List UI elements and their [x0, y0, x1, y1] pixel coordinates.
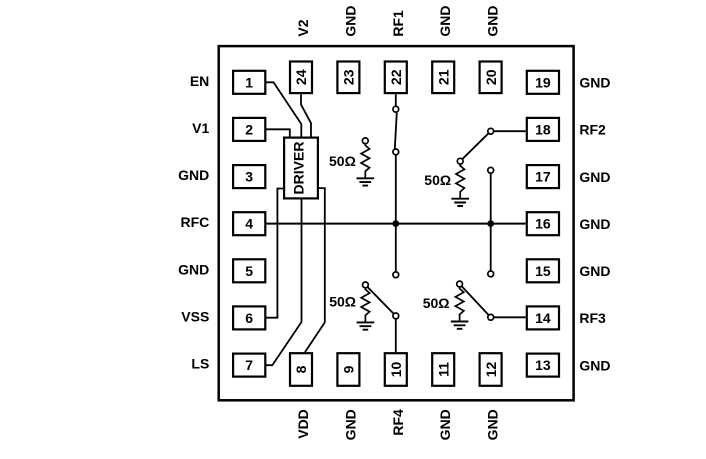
- svg-text:GND: GND: [437, 409, 453, 440]
- svg-text:12: 12: [483, 362, 499, 378]
- svg-text:11: 11: [435, 362, 451, 377]
- svg-text:RF1: RF1: [390, 10, 406, 37]
- svg-text:GND: GND: [579, 169, 610, 185]
- svg-text:50Ω: 50Ω: [329, 153, 356, 169]
- svg-text:RF4: RF4: [390, 409, 406, 436]
- svg-text:19: 19: [535, 74, 551, 90]
- svg-text:16: 16: [535, 216, 551, 232]
- svg-text:13: 13: [535, 357, 551, 373]
- svg-text:20: 20: [483, 69, 499, 85]
- svg-text:6: 6: [245, 310, 253, 326]
- svg-text:17: 17: [535, 169, 551, 185]
- svg-text:RF3: RF3: [579, 310, 606, 326]
- svg-text:VDD: VDD: [295, 409, 311, 439]
- svg-text:GND: GND: [579, 263, 610, 279]
- svg-text:RF2: RF2: [579, 122, 606, 138]
- svg-text:14: 14: [535, 310, 551, 326]
- svg-text:GND: GND: [579, 75, 610, 91]
- svg-text:7: 7: [245, 357, 253, 373]
- svg-text:23: 23: [341, 69, 357, 85]
- svg-text:GND: GND: [579, 216, 610, 232]
- svg-text:V1: V1: [192, 120, 209, 136]
- svg-text:3: 3: [245, 169, 253, 185]
- svg-text:50Ω: 50Ω: [329, 294, 356, 310]
- svg-text:GND: GND: [342, 409, 358, 440]
- svg-text:GND: GND: [579, 357, 610, 373]
- svg-text:10: 10: [388, 362, 404, 378]
- svg-text:4: 4: [245, 216, 253, 232]
- svg-text:GND: GND: [178, 261, 209, 277]
- svg-text:15: 15: [535, 263, 551, 279]
- svg-text:18: 18: [535, 121, 551, 137]
- svg-text:LS: LS: [191, 356, 209, 372]
- svg-text:50Ω: 50Ω: [423, 295, 450, 311]
- svg-text:EN: EN: [190, 73, 209, 89]
- svg-text:50Ω: 50Ω: [424, 172, 451, 188]
- svg-text:GND: GND: [485, 5, 501, 36]
- svg-text:2: 2: [245, 121, 253, 137]
- svg-text:GND: GND: [342, 5, 358, 36]
- svg-text:21: 21: [435, 69, 451, 85]
- svg-text:5: 5: [245, 263, 253, 279]
- svg-text:1: 1: [245, 74, 253, 90]
- svg-text:V2: V2: [295, 19, 311, 36]
- svg-text:8: 8: [293, 365, 309, 373]
- svg-text:22: 22: [388, 69, 404, 85]
- svg-text:RFC: RFC: [181, 214, 210, 230]
- svg-text:GND: GND: [437, 5, 453, 36]
- svg-text:GND: GND: [178, 167, 209, 183]
- svg-text:24: 24: [293, 69, 309, 85]
- svg-text:GND: GND: [485, 409, 501, 440]
- svg-text:9: 9: [341, 365, 357, 373]
- svg-text:VSS: VSS: [181, 308, 209, 324]
- svg-text:DRIVER: DRIVER: [291, 142, 307, 195]
